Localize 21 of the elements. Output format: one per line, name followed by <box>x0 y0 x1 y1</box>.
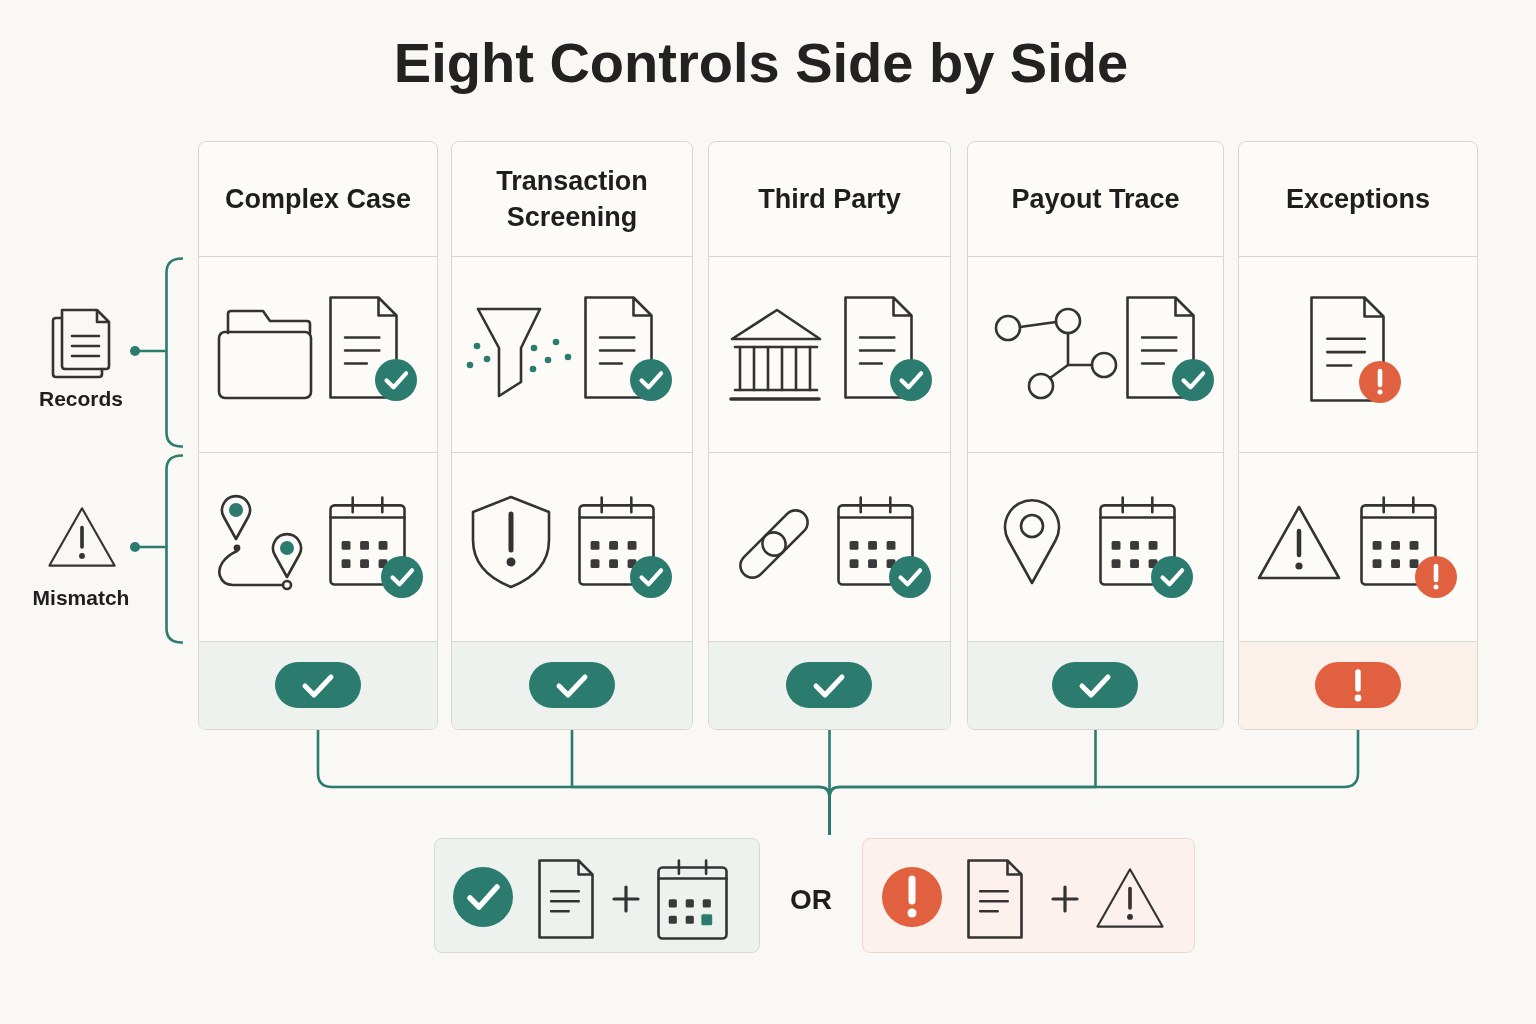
control-column-card <box>708 141 951 730</box>
column-heading: Exceptions <box>1285 183 1430 216</box>
leader-line <box>130 542 166 552</box>
column-heading: Payout Trace <box>1011 183 1180 216</box>
row-label: Mismatch <box>32 585 130 611</box>
diagram-title: Eight Controls Side by Side <box>393 30 1129 96</box>
bracket <box>164 453 183 644</box>
outcome-panel <box>862 838 1195 953</box>
choice-separator-label: OR <box>790 884 832 916</box>
outcome-panel <box>434 838 760 953</box>
bracket <box>164 256 183 448</box>
control-column-card <box>198 141 438 730</box>
leader-line <box>130 346 166 356</box>
column-heading: Transaction Screening <box>495 165 649 234</box>
control-column-card <box>967 141 1224 730</box>
row-label: Records <box>39 386 123 412</box>
control-column-card <box>451 141 693 730</box>
column-heading: Third Party <box>758 183 901 216</box>
control-column-card <box>1238 141 1478 730</box>
column-heading: Complex Case <box>224 183 412 216</box>
connector-line <box>828 730 1360 835</box>
